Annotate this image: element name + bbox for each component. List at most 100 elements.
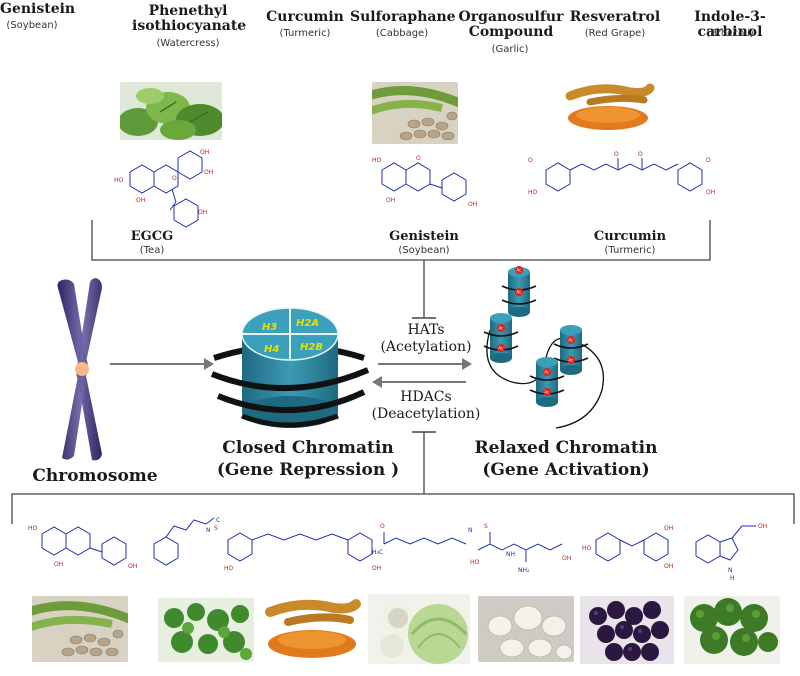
sulforaphane-atom-o: O [380,523,385,530]
compound-name-egcg: EGCG [130,229,174,244]
hdacs-label: HDACs [400,389,452,405]
compound-name-genistein-mid: Genistein [389,229,459,244]
red-grape-photo [580,596,674,664]
compound-name-sulforaphane: Sulforaphane [350,9,456,25]
compound-source-soybean-mid: (Soybean) [398,245,450,256]
resveratrol-atom-ho: HO [582,545,592,552]
compound-name-phenethyl-isothiocyanate: Phenethyl isothiocyanate [132,3,247,34]
compound-source-garlic: (Garlic) [491,44,529,55]
compound-source-soybean-top: (Soybean) [6,20,58,31]
compound-name-indole-3-carbinol: Indole-3-carbinol [694,9,766,40]
compound-source-red-grape: (Red Grape) [584,28,646,39]
compound-name-curcumin-mid: Curcumin [593,229,667,244]
genistein-bottom-atom-oh-1: OH [54,561,63,568]
gsh-atom-nh: NH [506,551,515,558]
genistein-mid-atom-o: O [416,155,421,162]
egcg-atom-oh-4: OH [198,209,207,216]
compound-source-watercress: (Watercress) [156,38,220,49]
deacetylation-label: (Deacetylation) [371,406,481,422]
acetyl-mark-2: Ac [516,290,521,295]
compound-name-line1: Organosulfur [458,9,564,25]
histone-h3: H3 [262,322,277,333]
chromosome-arrow-head [204,358,214,370]
curcumin-bottom-atom-ho: HO [224,565,234,572]
indole-atom-h: H [730,575,735,582]
indole-atom-oh: OH [758,523,767,530]
bottom-bracket-line [11,493,795,524]
closed-chromatin-nucleosome: H3 H2A H4 H2B [210,307,370,428]
chromosome-graphic [57,278,102,461]
gene-activation-label: (Gene Activation) [482,460,650,480]
centromere [75,362,89,376]
compound-name-resveratrol: Resveratrol [569,9,661,25]
egcg-atom-o: O [172,175,177,182]
acetyl-mark-3: Ac [498,326,503,331]
acetyl-mark-7: Ac [544,370,549,375]
hat-arrow-head [462,358,472,370]
compound-source-cabbage: (Cabbage) [375,28,429,39]
compound-name-line2: Compound [468,24,554,40]
closed-chromatin-label: Closed Chromatin [222,438,394,458]
resveratrol-atom-oh-1: OH [664,525,673,532]
turmeric-photo-top [560,80,656,132]
tea-leaves-photo [120,82,222,140]
genistein-structure-mid: HO OH OH O [372,155,477,208]
curcumin-mid-atom-o-3: O [528,157,533,164]
resveratrol-atom-oh-2: OH [664,563,673,570]
compound-source-broccoli-top: (Broccoli) [706,28,754,39]
turmeric-photo-bottom [262,598,362,660]
compound-source-turmeric-top: (Turmeric) [279,28,331,39]
gsh-atom-oh: OH [562,555,571,562]
top-bracket-line [91,220,711,261]
watercress-photo [158,598,254,662]
egcg-atom-oh-3: OH [136,197,145,204]
genistein-bottom-atom-oh-2: OH [128,563,137,570]
sulforaphane-atom-h3c: H₃C [372,549,383,556]
compound-name-curcumin-top: Curcumin [266,9,344,25]
gsh-atom-s: S [484,523,488,530]
compound-name-genistein-top: Genistein [0,1,76,17]
compound-source-turmeric-mid: (Turmeric) [604,245,656,256]
histone-h2b: H2B [300,342,323,353]
acetylation-label: (Acetylation) [380,339,472,355]
egcg-atom-ho: HO [114,177,124,184]
pitc-atom-c: C [216,517,220,524]
egcg-atom-oh-1: OH [200,149,209,156]
hats-label: HATs [407,322,445,338]
sulforaphane-atom-n: N [468,527,473,534]
genistein-mid-atom-oh-1: OH [386,197,395,204]
soybean-photo-bottom [32,596,128,662]
relaxed-chromatin-label: Relaxed Chromatin [474,438,658,458]
acetyl-mark-8: Ac [544,390,549,395]
curcumin-structure-mid: O O O HO O OH [528,151,715,196]
compound-source-tea: (Tea) [139,245,165,256]
egcg-structure: HO OH OH OH OH O [114,149,213,228]
pitc-atom-s: S [214,525,218,532]
curcumin-mid-atom-ho: HO [528,189,538,196]
compound-name-line1: Phenethyl [148,3,228,19]
histone-h2a: H2A [296,318,319,329]
compound-name-line2: isothiocyanate [132,18,247,34]
genistein-mid-atom-oh-2: OH [468,201,477,208]
acetyl-mark-4: Ac [498,346,503,351]
acetyl-mark-5: Ac [568,338,573,343]
gsh-atom-ho: HO [470,559,480,566]
compound-name-organosulfur: Organosulfur Compound [458,10,564,40]
curcumin-bottom-atom-oh: OH [372,565,381,572]
curcumin-mid-atom-o-1: O [614,151,619,158]
curcumin-mid-atom-o-2: O [638,151,643,158]
genistein-bottom-atom-ho: HO [28,525,38,532]
egcg-atom-oh-2: OH [204,169,213,176]
histone-h4: H4 [264,344,279,355]
curcumin-mid-atom-oh: OH [706,189,715,196]
indole-atom-n: N [728,567,733,574]
soybean-photo-top [372,82,458,144]
broccoli-photo [684,596,780,664]
acetyl-mark-6: Ac [568,358,573,363]
acetyl-mark-1: Ac [516,268,521,273]
curcumin-mid-atom-o-4: O [706,157,711,164]
hdac-arrow-head [372,376,382,388]
gene-repression-label: (Gene Repression ) [216,460,400,480]
